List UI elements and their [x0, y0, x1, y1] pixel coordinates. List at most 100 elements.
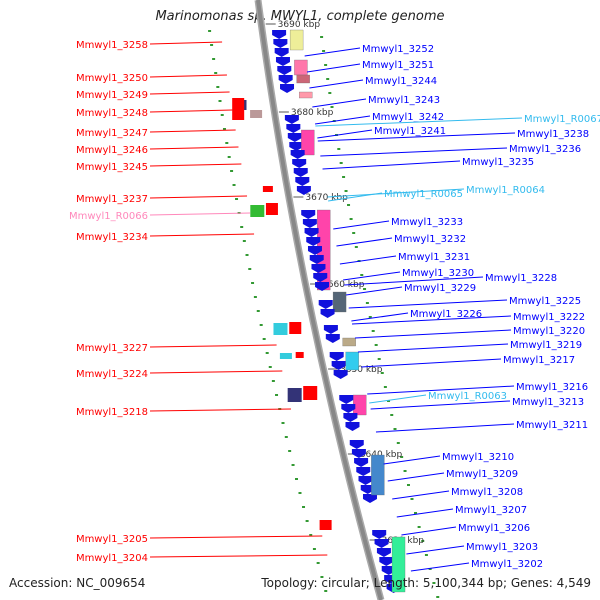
- gene-arrow: [339, 395, 354, 404]
- gene-label-left: Mmwyl1_3218: [76, 407, 148, 418]
- left-tick: [259, 324, 263, 326]
- gene-label-left: Mmwyl1_3246: [76, 145, 148, 156]
- leader-line-left: [149, 233, 255, 237]
- gene-label-left: Mmwyl1_3224: [76, 369, 148, 380]
- right-tick: [328, 92, 332, 94]
- right-tick: [383, 386, 387, 388]
- gene-feature-left: [232, 98, 245, 120]
- gene-feature: [371, 454, 385, 496]
- gene-label-left: Mmwyl1_3204: [76, 553, 148, 564]
- gene-label-left: Mmwyl1_3245: [76, 162, 148, 173]
- gene-feature-left: [250, 205, 265, 217]
- left-tick: [240, 226, 244, 228]
- gene-arrow: [331, 361, 346, 370]
- left-tick: [268, 366, 272, 368]
- gene-feature-left: [273, 323, 288, 335]
- gene-arrow: [311, 264, 326, 273]
- gene-label-left: Mmwyl1_R0066: [69, 211, 148, 222]
- leader-line-left: [149, 370, 283, 374]
- leader-line-right: [357, 343, 509, 353]
- gene-label-left: Mmwyl1_3248: [76, 108, 148, 119]
- gene-label-right: Mmwyl1_3235: [462, 157, 534, 168]
- gene-arrow: [302, 219, 317, 228]
- right-tick: [393, 428, 397, 430]
- gene-arrow: [374, 539, 389, 548]
- gene-arrow: [287, 133, 302, 142]
- right-tick: [349, 218, 353, 220]
- gene-arrow: [320, 309, 335, 318]
- leader-line-left: [149, 109, 233, 113]
- gene-feature: [301, 129, 315, 156]
- right-tick: [396, 442, 400, 444]
- gene-arrow: [280, 84, 295, 93]
- right-tick: [320, 36, 324, 38]
- gene-arrow: [296, 186, 311, 195]
- leader-line-left: [149, 129, 236, 133]
- gene-feature-left: [319, 520, 332, 530]
- gene-label-right: Mmwyl1_R0064: [466, 185, 545, 196]
- right-tick: [360, 274, 364, 276]
- gene-arrow: [275, 57, 290, 66]
- right-tick: [342, 176, 346, 178]
- genome-backbone: [256, 0, 383, 600]
- leader-line-right: [322, 160, 461, 170]
- gene-arrow: [349, 440, 364, 449]
- gene-arrow: [292, 159, 307, 168]
- gene-arrow: [293, 168, 308, 177]
- scale-label: 3660 kbp: [322, 280, 365, 290]
- left-tick: [242, 240, 246, 242]
- leader-line-right: [304, 47, 361, 57]
- leader-line-right: [344, 276, 484, 286]
- gene-arrow: [284, 115, 299, 124]
- gene-feature: [296, 74, 310, 84]
- gene-label-left: Mmwyl1_3258: [76, 40, 148, 51]
- gene-feature-left: [265, 203, 278, 215]
- leader-line-right: [342, 271, 401, 281]
- gene-label-left: Mmwyl1_3237: [76, 194, 148, 205]
- right-tick: [368, 316, 372, 318]
- left-tick: [302, 506, 306, 508]
- gene-arrow: [343, 413, 358, 422]
- gene-label-right: Mmwyl1_3228: [485, 273, 557, 284]
- left-tick: [225, 142, 229, 144]
- leader-line-left: [149, 195, 248, 199]
- gene-arrow: [318, 300, 333, 309]
- gene-label-right: Mmwyl1_3219: [510, 340, 582, 351]
- gene-arrow: [307, 246, 322, 255]
- gene-feature-left: [250, 110, 263, 118]
- gene-label-right: Mmwyl1_3210: [442, 452, 514, 463]
- leader-line-left: [149, 408, 291, 412]
- left-tick: [309, 534, 313, 536]
- leader-line-right: [370, 400, 511, 410]
- gene-label-right: Mmwyl1_3233: [391, 217, 463, 228]
- gene-label-right: Mmwyl1_3213: [512, 397, 584, 408]
- left-tick: [298, 492, 302, 494]
- gene-arrow: [273, 39, 288, 48]
- gene-arrow: [274, 48, 289, 57]
- gene-label-left: Mmwyl1_3247: [76, 128, 148, 139]
- leader-line-right: [306, 63, 361, 73]
- leader-line-left: [149, 74, 227, 78]
- left-tick: [288, 450, 292, 452]
- gene-arrow: [358, 476, 373, 485]
- gene-label-right: Mmwyl1_3203: [466, 542, 538, 553]
- gene-label-right: Mmwyl1_3217: [503, 355, 575, 366]
- gene-label-right: Mmwyl1_3243: [368, 95, 440, 106]
- leader-line-left: [149, 535, 323, 539]
- left-tick: [220, 114, 224, 116]
- left-tick: [265, 352, 269, 354]
- right-tick: [371, 330, 375, 332]
- right-tick: [374, 344, 378, 346]
- leader-line-right: [354, 329, 512, 339]
- gene-label-right: Mmwyl1_R0063: [428, 391, 507, 402]
- right-tick: [428, 568, 432, 570]
- right-tick: [380, 372, 384, 374]
- left-tick: [214, 72, 218, 74]
- gene-arrow: [306, 237, 321, 246]
- leader-line-right: [361, 358, 502, 368]
- gene-label-right: Mmwyl1_3238: [517, 129, 589, 140]
- leader-line-right: [317, 129, 373, 139]
- gene-feature: [345, 351, 359, 371]
- leader-line-left: [149, 41, 223, 45]
